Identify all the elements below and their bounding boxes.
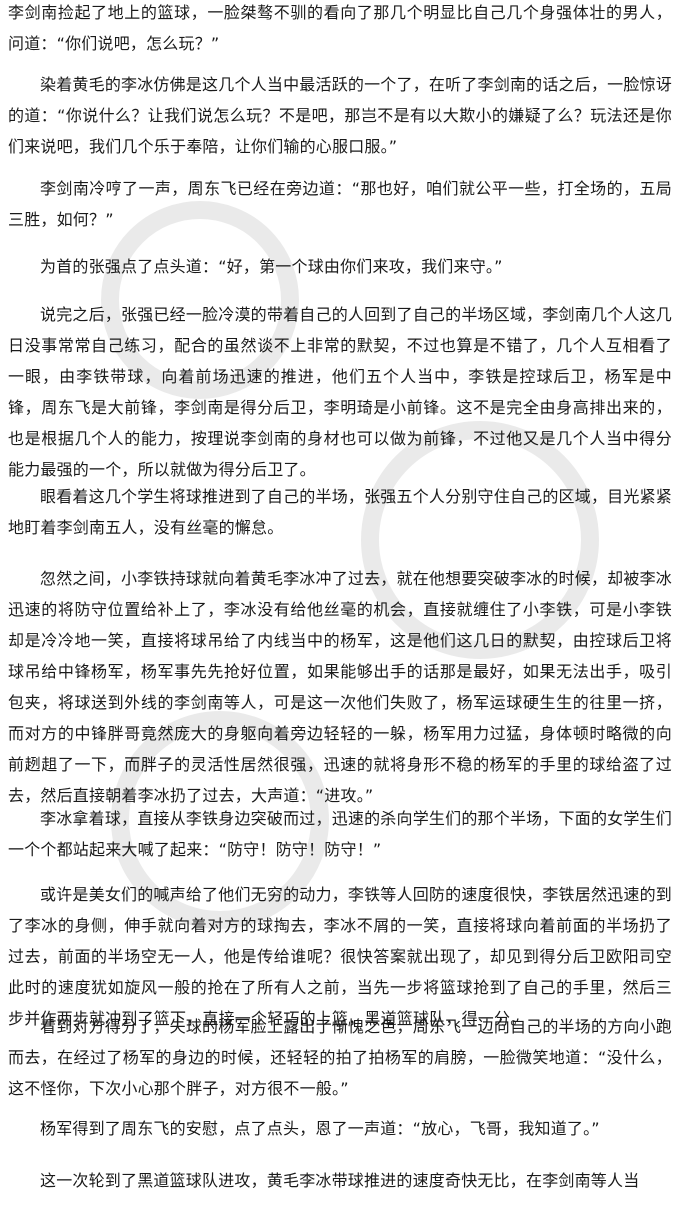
paragraph-2: 染着黄毛的李冰仿佛是这几个人当中最活跃的一个了，在听了李剑南的话之后，一脸惊讶的… [8, 75, 672, 156]
paragraph-4: 为首的张强点了点头道：“好，第一个球由你们来攻，我们来守。” [40, 257, 503, 276]
paragraph-1: 李剑南捡起了地上的篮球，一脸桀骜不驯的看向了那几个明显比自己几个身强体壮的男人，… [8, 3, 672, 53]
paragraph-11: 杨军得到了周东飞的安慰，点了点头，恩了一声道：“放心，飞哥，我知道了。” [40, 1119, 600, 1138]
paragraph-8: 李冰拿着球，直接从李铁身边突破而过，迅速的杀向学生们的那个半场，下面的女学生们一… [8, 809, 672, 859]
paragraph-6: 眼看着这几个学生将球推进到了自己的半场，张强五个人分别守住自己的区域，目光紧紧地… [8, 487, 672, 537]
paragraph-3: 李剑南冷哼了一声，周东飞已经在旁边道：“那也好，咱们就公平一些，打全场的，五局三… [8, 179, 672, 229]
paragraph-12: 这一次轮到了黑道篮球队进攻，黄毛李冰带球推进的速度奇快无比，在李剑南等人当 [40, 1171, 640, 1190]
paragraph-7: 忽然之间，小李铁持球就向着黄毛李冰冲了过去，就在他想要突破李冰的时候，却被李冰迅… [8, 569, 672, 805]
paragraph-5: 说完之后，张强已经一脸冷漠的带着自己的人回到了自己的半场区域，李剑南几个人这几日… [8, 305, 672, 479]
paragraph-10: 看到对方得分了，失球的杨军脸上露出了惭愧之色，周东飞一边向自己的半场的方向小跑而… [8, 1017, 672, 1098]
paragraph-9: 或许是美女们的喊声给了他们无穷的动力，李铁等人回防的速度很快，李铁居然迅速的到了… [8, 885, 672, 1028]
